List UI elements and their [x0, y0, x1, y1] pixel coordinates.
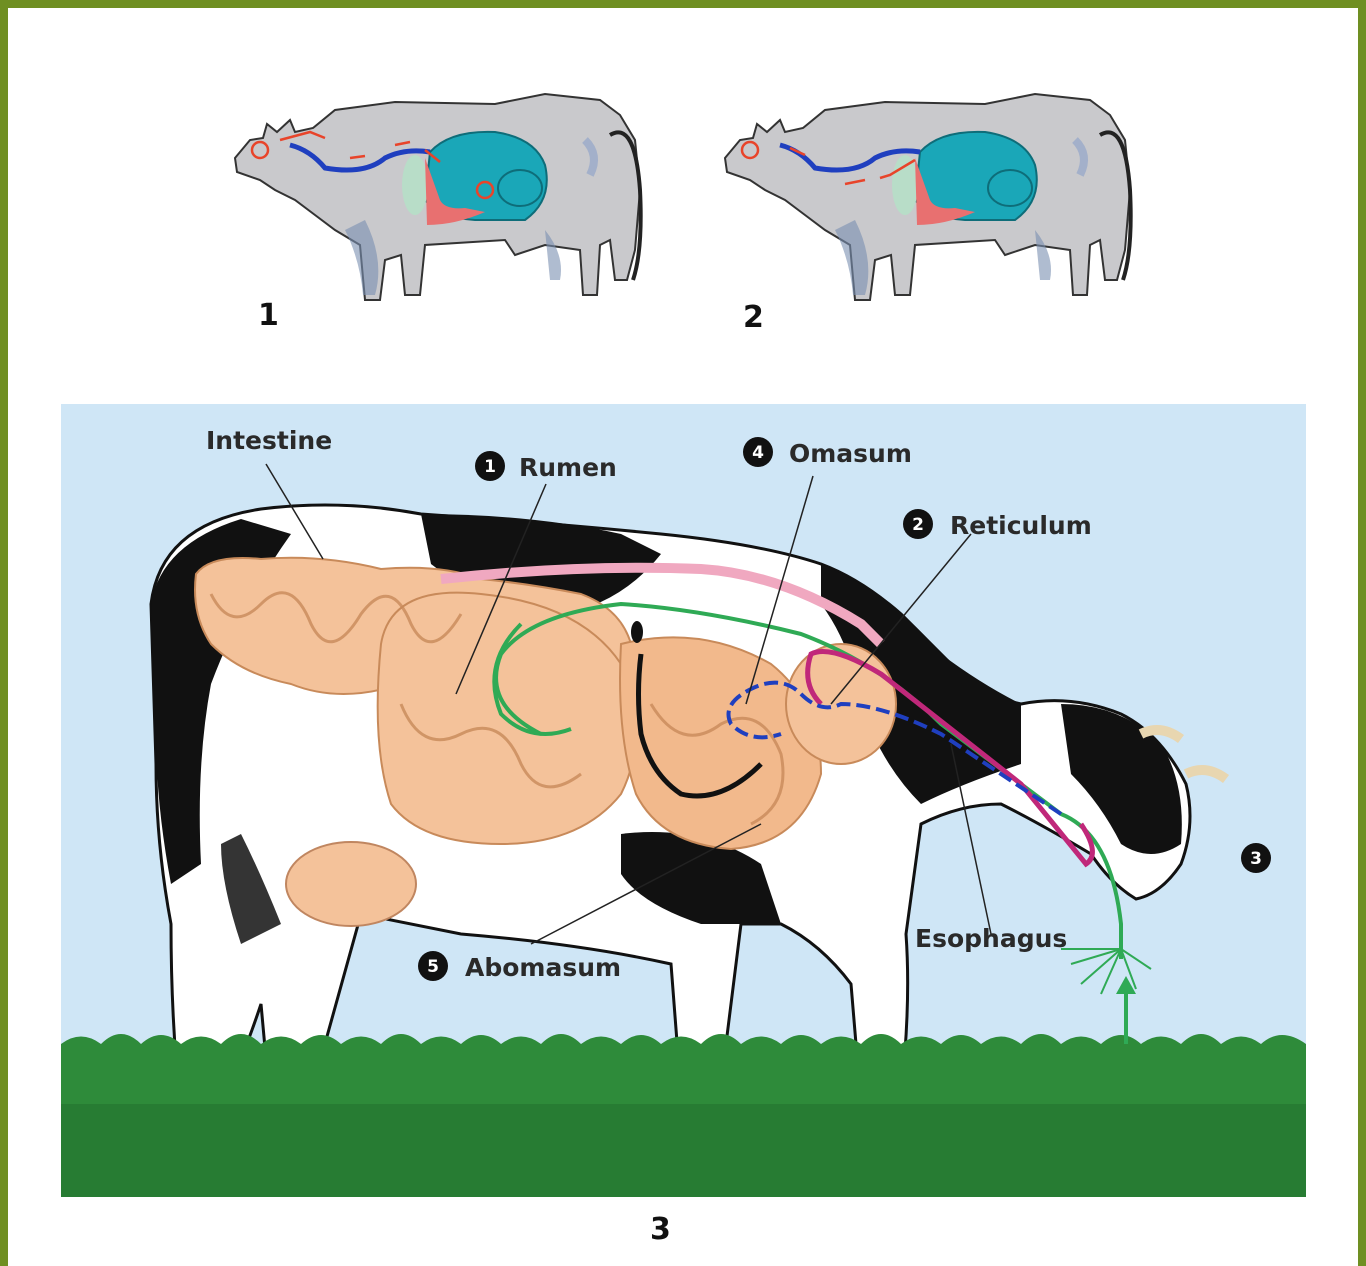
liver — [402, 155, 428, 215]
liver — [892, 155, 918, 215]
black-dot — [631, 621, 643, 643]
figure-number-2: 2 — [743, 300, 764, 335]
stomach-part — [498, 170, 542, 206]
figure-number-1: 1 — [258, 298, 279, 333]
marker-3-number: 3 — [1250, 849, 1262, 869]
stomach-part — [988, 170, 1032, 206]
label-intestine: Intestine — [206, 426, 332, 455]
omasum-number: 4 — [752, 443, 764, 463]
cow-diagram-2 — [705, 80, 1145, 315]
abomasum-text: Abomasum — [465, 953, 621, 982]
rumen-number: 1 — [484, 457, 496, 477]
marker-3: 3 — [1241, 843, 1271, 873]
label-rumen: 1 Rumen — [475, 451, 617, 482]
cow-digestive-diagram: Intestine 1 Rumen 4 Omasum 2 Reticulum 5… — [61, 404, 1306, 1197]
abomasum-number: 5 — [427, 957, 439, 977]
figure-number-3: 3 — [650, 1212, 671, 1247]
cow-diagram-1 — [215, 80, 655, 315]
rumen-text: Rumen — [519, 453, 617, 482]
udder — [286, 842, 416, 926]
reticulum-text: Reticulum — [950, 511, 1092, 540]
label-esophagus: Esophagus — [915, 924, 1067, 953]
grass — [61, 1034, 1306, 1197]
omasum-text: Omasum — [789, 439, 912, 468]
reticulum-number: 2 — [912, 515, 924, 535]
